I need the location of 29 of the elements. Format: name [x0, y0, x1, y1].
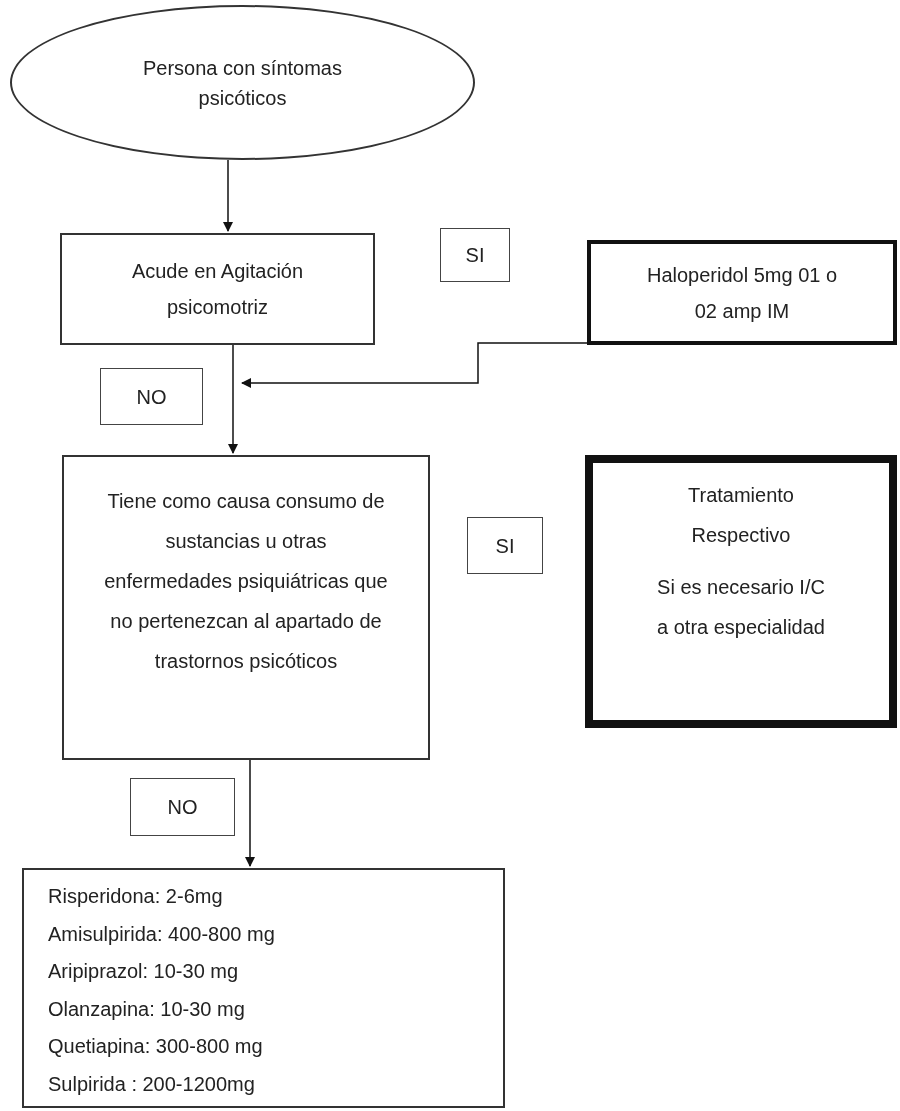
node-text: Sulpirida : 200-1200mg: [48, 1071, 255, 1097]
answer-box: [440, 228, 510, 282]
node-text: Amisulpirida: 400-800 mg: [48, 921, 275, 947]
node-text: Tratamiento Respectivo: [687, 483, 795, 548]
process-box: [60, 233, 375, 345]
node-text: Si es necesario I/C a otra especialidad: [656, 575, 826, 640]
arrow: [245, 759, 255, 867]
answer-box: [100, 368, 203, 425]
treatment-box: [587, 240, 897, 345]
medication-list-box: [22, 868, 505, 1108]
arrow: [228, 344, 238, 454]
arrow: [241, 342, 588, 388]
node-text: Persona con síntomas psicóticos: [142, 55, 343, 111]
node-text: Quetiapina: 300-800 mg: [48, 1034, 263, 1059]
answer-box: [467, 517, 543, 574]
node-text: Haloperidol 5mg 01 o 02 amp IM: [645, 262, 839, 324]
node-text: Tiene como causa consumo de sustancias u otras enfermedades psiquiátricas que no pertenezcan al apartado de trastornos psicóticos: [104, 489, 388, 674]
node-text: Risperidona: 2-6mg: [48, 884, 223, 909]
treatment-box: [585, 455, 897, 728]
node-text: NO: [136, 384, 167, 410]
node-text: NO: [167, 795, 198, 820]
node-text: SI: [465, 243, 485, 268]
decision-box: [62, 455, 430, 760]
node-text: Olanzapina: 10-30 mg: [48, 996, 245, 1022]
node-text: SI: [495, 533, 515, 559]
arrow: [223, 159, 233, 232]
node-text: Aripiprazol: 10-30 mg: [48, 959, 239, 984]
node-text: Acude en Agitación psicomotriz: [130, 259, 305, 320]
answer-box: [130, 778, 235, 836]
